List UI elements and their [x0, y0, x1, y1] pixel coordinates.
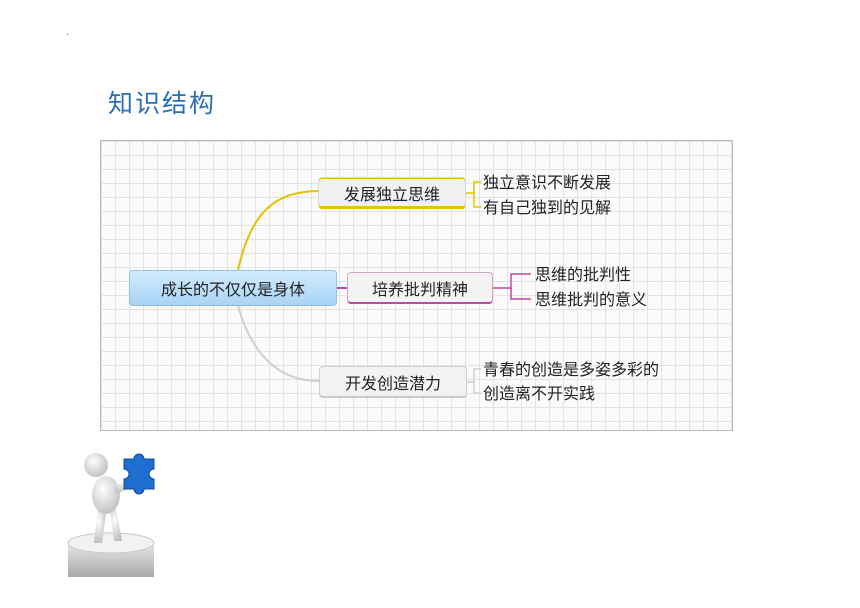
- leaf-3-1: 青春的创造是多姿多彩的: [483, 360, 660, 379]
- leaf-2-2: 思维批判的意义: [535, 290, 648, 309]
- person-holding-puzzle-piece-icon: [67, 453, 155, 577]
- slide-dot: ·: [66, 30, 70, 41]
- slide-title: 知识结构: [108, 89, 217, 118]
- connector-leaf-2-2: [510, 288, 531, 300]
- leaf-2-1: 思维的批判性: [535, 265, 632, 284]
- connector-leaf-1-2: [473, 193, 481, 208]
- connector-branch-3: [237, 305, 320, 382]
- connector-leaf-3-1: [467, 368, 481, 383]
- connector-leaf-1-1: [466, 181, 481, 194]
- leaf-1-1: 独立意识不断发展: [483, 173, 612, 192]
- mind-map-connectors: [237, 181, 531, 394]
- mind-map-root: 成长的不仅仅是身体: [129, 270, 337, 306]
- leaf-3-2: 创造离不开实践: [483, 384, 596, 403]
- branch-develop-creative-potential: 开发创造潜力: [319, 366, 467, 398]
- branch-develop-independent-thinking: 发展独立思维: [318, 177, 466, 209]
- connector-leaf-3-2: [473, 382, 481, 394]
- mind-map: 成长的不仅仅是身体 发展独立思维 独立意识不断发展 有自己独到的见解 培养批判精…: [100, 140, 733, 431]
- branch-cultivate-critical-spirit: 培养批判精神: [347, 272, 493, 304]
- connector-leaf-2-1: [493, 273, 531, 289]
- connector-branch-1: [237, 190, 320, 271]
- leaf-1-2: 有自己独到的见解: [483, 198, 612, 217]
